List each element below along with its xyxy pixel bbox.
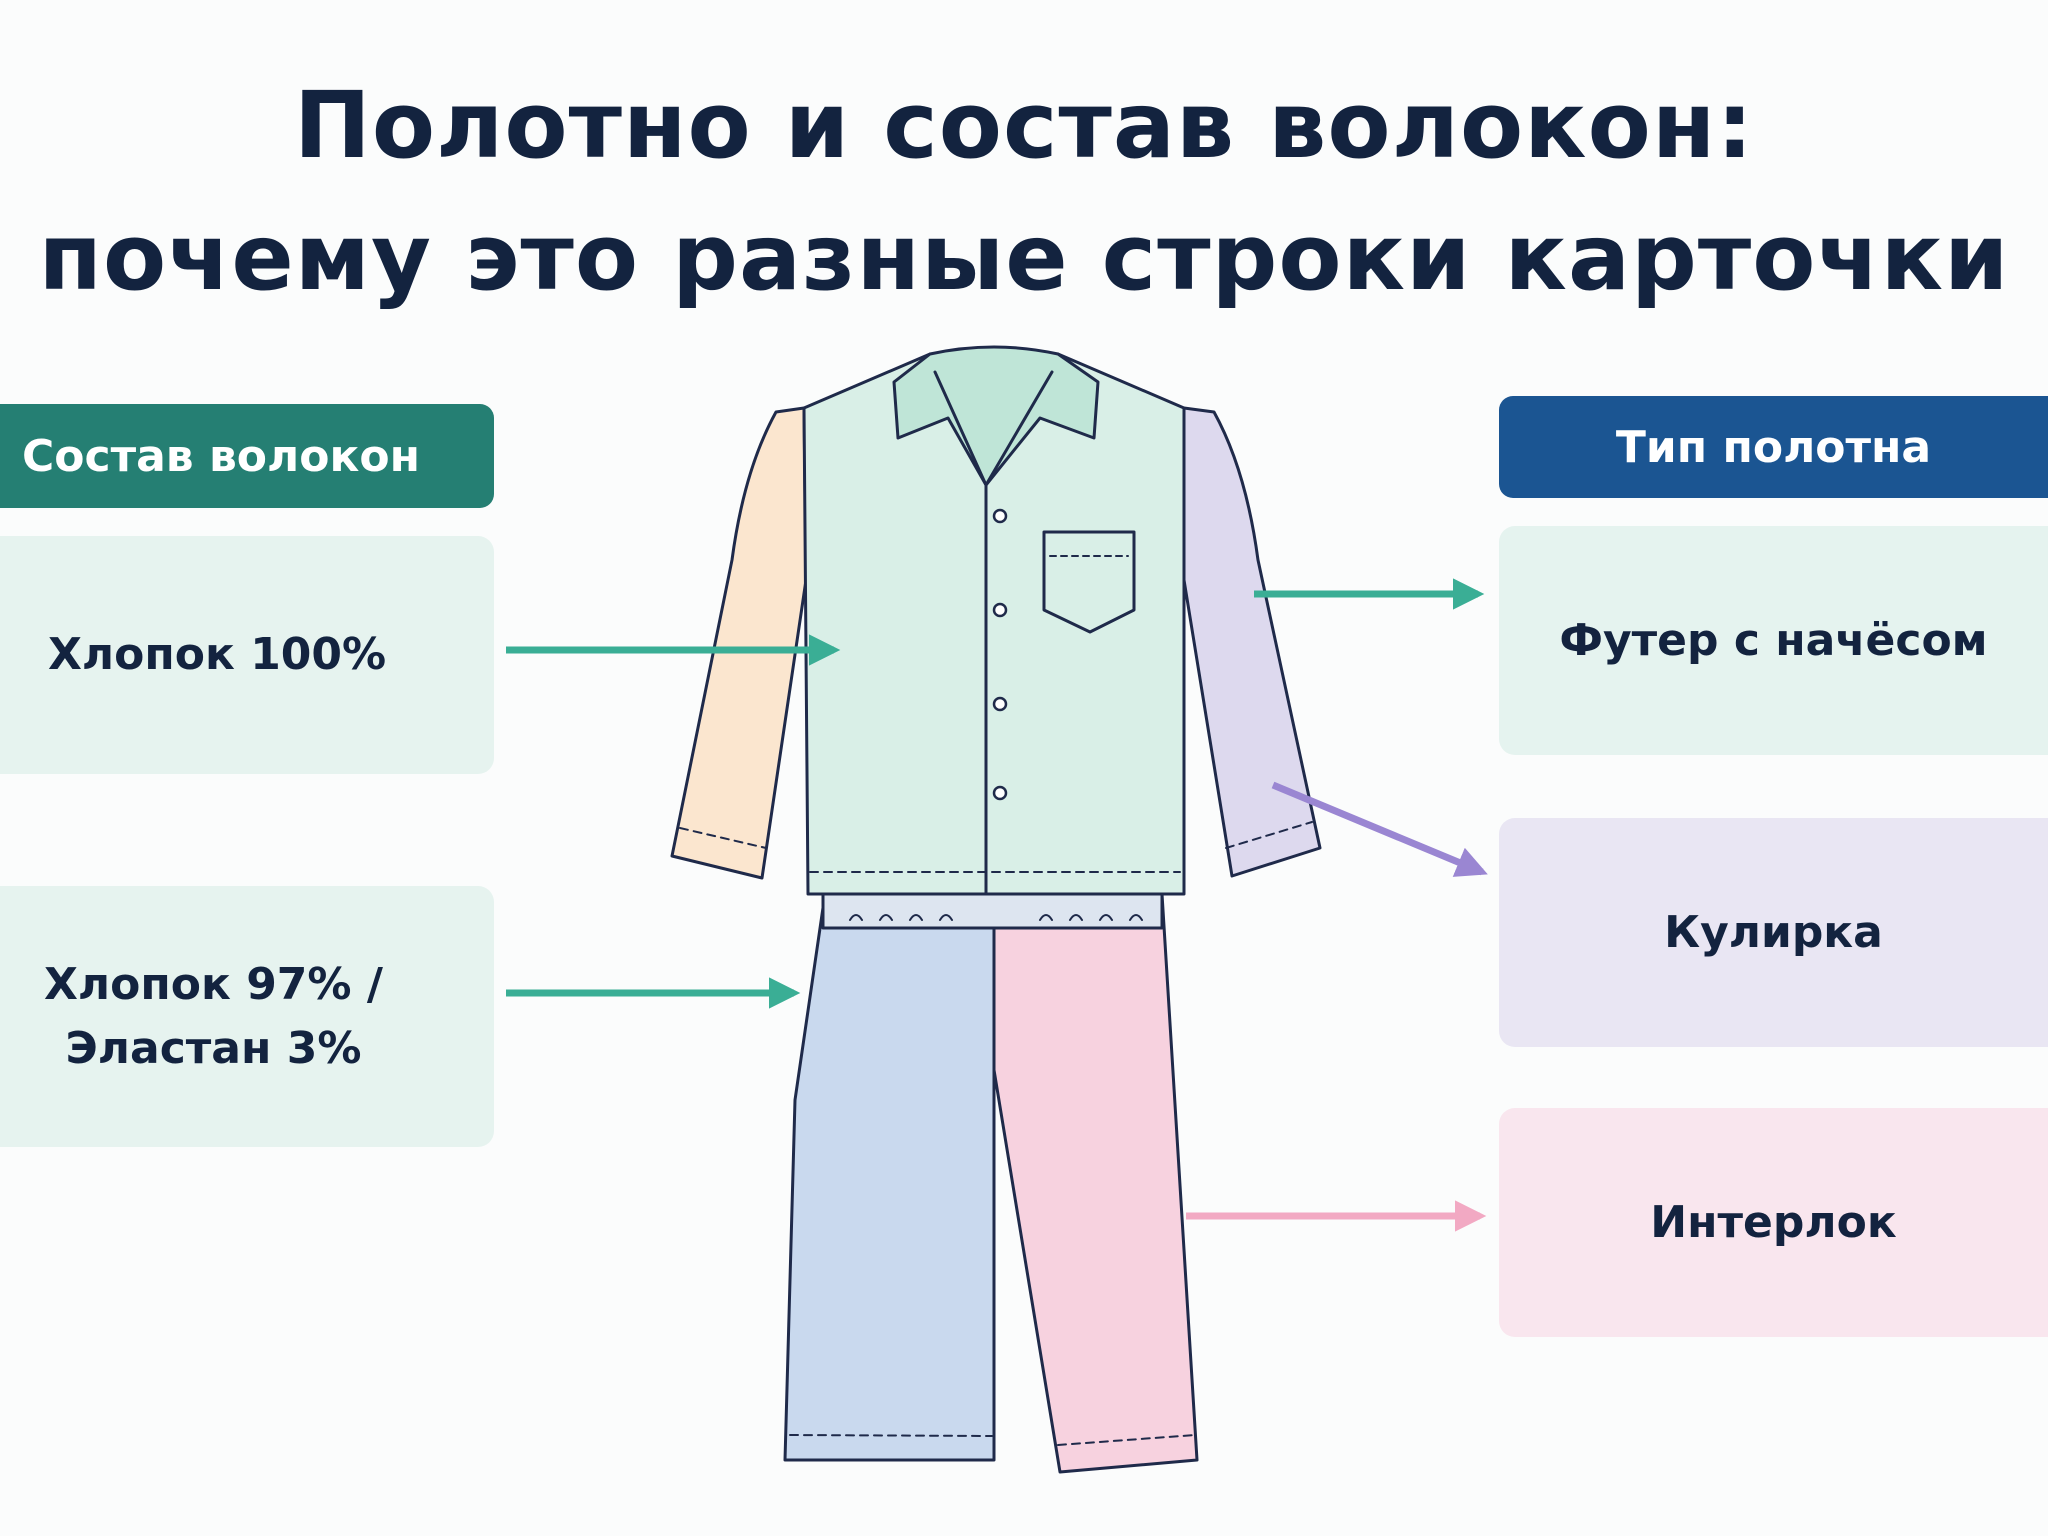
pants: [783, 892, 1199, 1474]
title-line-1: Полотно и состав волокон:: [293, 72, 1755, 179]
shirt-button: [992, 508, 1008, 524]
composition-line-1: Хлопок 97% /: [44, 958, 383, 1010]
arrow-sleeve-to-kulirka: [1271, 781, 1488, 877]
fiber-composition-header: Состав волокон: [0, 404, 494, 508]
composition-card-cotton-elastane: Хлопок 97% / Эластан 3%: [0, 886, 494, 1147]
fabric-card-label: Футер с начёсом: [1559, 614, 1988, 666]
fabric-card-label: Кулирка: [1664, 906, 1883, 958]
left-sleeve: [670, 406, 808, 880]
shirt-pocket: [1042, 530, 1136, 634]
pants-waistband: [821, 892, 1164, 930]
composition-card-label: Хлопок 100%: [48, 629, 387, 680]
right-sleeve: [1182, 406, 1322, 878]
shirt-button: [992, 696, 1008, 712]
fabric-card-label: Интерлок: [1650, 1196, 1897, 1248]
composition-card-cotton-100: Хлопок 100%: [0, 536, 494, 774]
fabric-card-fleece: Футер с начёсом: [1499, 526, 2048, 755]
composition-card-label: Хлопок 97% / Эластан 3%: [44, 953, 383, 1081]
pants-left-leg: [783, 892, 996, 1462]
fabric-type-header: Тип полотна: [1499, 396, 2048, 498]
fabric-card-interlock: Интерлок: [1499, 1108, 2048, 1337]
page-title: Полотно и состав волокон: почему это раз…: [0, 60, 2048, 324]
title-line-2: почему это разные строки карточки: [38, 204, 2010, 311]
shirt-button: [992, 785, 1008, 801]
composition-line-2: Эластан 3%: [65, 1022, 362, 1074]
pants-right-leg: [992, 892, 1199, 1474]
shirt-button: [992, 602, 1008, 618]
fabric-card-kulirka: Кулирка: [1499, 818, 2048, 1047]
